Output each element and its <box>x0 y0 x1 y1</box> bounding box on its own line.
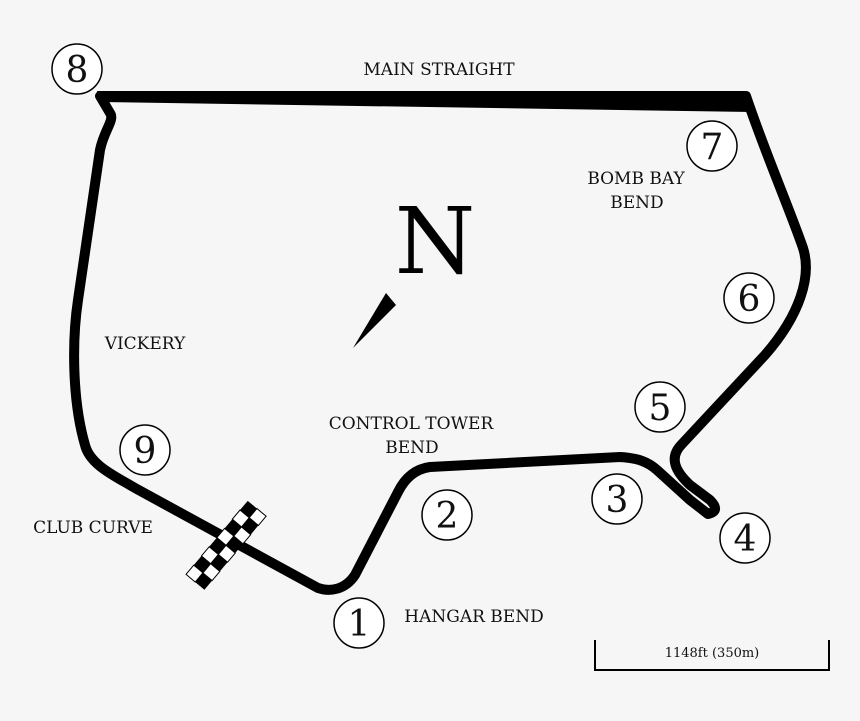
label-club-curve: CLUB CURVE <box>33 518 153 538</box>
corner-marker-9: 9 <box>119 424 171 476</box>
corner-number-8: 8 <box>66 50 89 91</box>
label-hangar-bend: HANGAR BEND <box>404 607 543 627</box>
corner-number-2: 2 <box>436 496 459 537</box>
start-finish-flag <box>185 500 267 590</box>
corner-number-9: 9 <box>134 431 157 472</box>
corner-marker-7: 7 <box>686 120 738 172</box>
label-main-straight: MAIN STRAIGHT <box>363 60 515 80</box>
north-label: N <box>395 188 476 295</box>
corner-marker-6: 6 <box>723 272 775 324</box>
label-control-tower-line2: BEND <box>385 438 438 458</box>
corner-marker-5: 5 <box>634 381 686 433</box>
corner-marker-2: 2 <box>421 489 473 541</box>
corner-number-6: 6 <box>738 279 761 320</box>
main-straight-track <box>97 91 752 112</box>
corner-number-5: 5 <box>649 388 672 429</box>
corner-marker-3: 3 <box>591 473 643 525</box>
corner-number-1: 1 <box>348 604 371 645</box>
label-control-tower-line1: CONTROL TOWER <box>329 414 495 434</box>
corner-marker-1: 1 <box>333 597 385 649</box>
corner-number-4: 4 <box>734 519 757 560</box>
corner-number-7: 7 <box>701 127 724 168</box>
corner-marker-8: 8 <box>51 43 103 95</box>
corner-number-3: 3 <box>606 480 629 521</box>
label-vickery: VICKERY <box>104 334 186 354</box>
label-bomb-bay-line1: BOMB BAY <box>587 169 685 189</box>
track-outline <box>69 91 811 595</box>
label-bomb-bay-line2: BEND <box>610 193 663 213</box>
scale-bar: 1148ft (350m) <box>594 640 830 671</box>
scale-label: 1148ft (350m) <box>665 646 760 661</box>
corner-marker-4: 4 <box>719 512 771 564</box>
north-arrow-icon <box>353 293 396 348</box>
